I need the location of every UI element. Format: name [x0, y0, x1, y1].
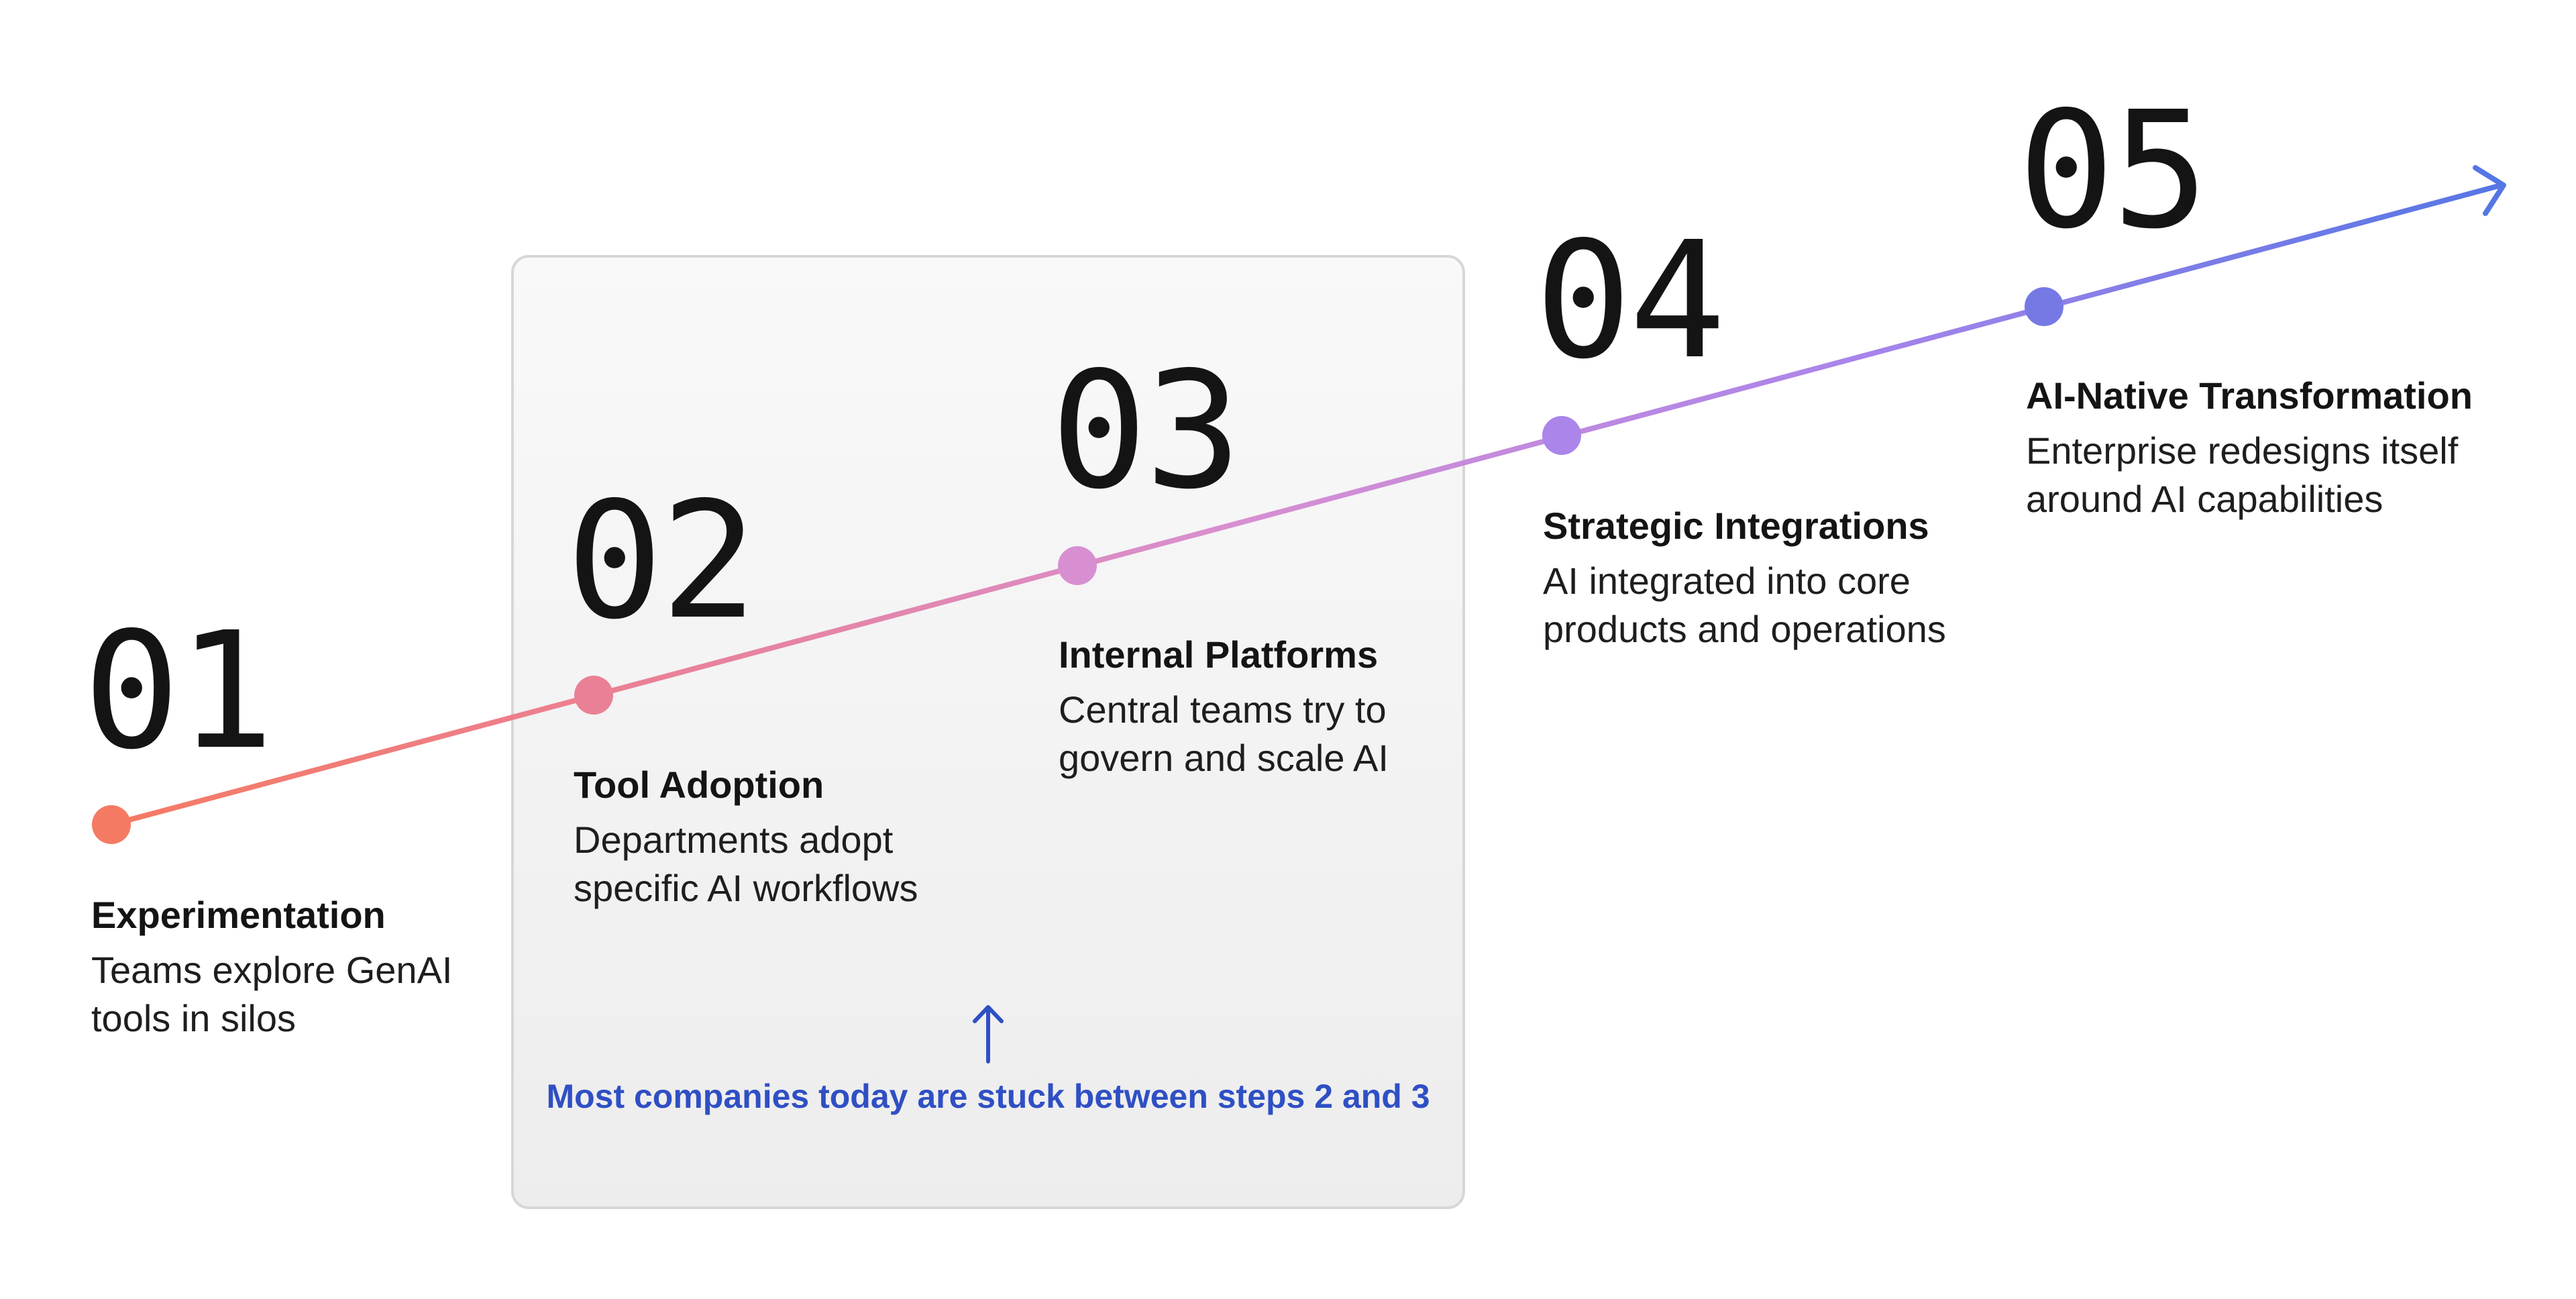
- timeline-line: [109, 183, 2502, 827]
- step-1-title: Experimentation: [91, 894, 386, 936]
- step-1-number: 01: [83, 597, 274, 785]
- step-3-title: Internal Platforms: [1059, 633, 1379, 676]
- step-3-description: Central teams try to govern and scale AI: [1059, 688, 1389, 779]
- step-2-title: Tool Adoption: [574, 764, 824, 806]
- step-1-description: Teams explore GenAI tools in silos: [91, 949, 453, 1039]
- step-4-title: Strategic Integrations: [1543, 505, 1929, 547]
- step-2-number: 02: [566, 467, 757, 655]
- step-2-marker: [574, 676, 613, 715]
- callout-text: Most companies today are stuck between s…: [546, 1078, 1430, 1115]
- step-1-marker: [92, 805, 131, 844]
- step-5-title: AI-Native Transformation: [2026, 374, 2473, 417]
- step-5-number: 05: [2018, 76, 2209, 264]
- step-3-marker: [1058, 546, 1097, 585]
- step-4-marker: [1542, 416, 1581, 455]
- step-2-description: Departments adopt specific AI workflows: [574, 819, 918, 909]
- step-4-number: 04: [1535, 207, 1726, 395]
- step-5-description: Enterprise redesigns itself around AI ca…: [2026, 429, 2459, 520]
- arrow-up-icon: [973, 1005, 1004, 1063]
- step-3-number: 03: [1051, 337, 1242, 525]
- arrow-right-icon: [2473, 165, 2506, 216]
- step-5-marker: [2025, 287, 2063, 326]
- step-4-description: AI integrated into core products and ope…: [1543, 560, 1946, 650]
